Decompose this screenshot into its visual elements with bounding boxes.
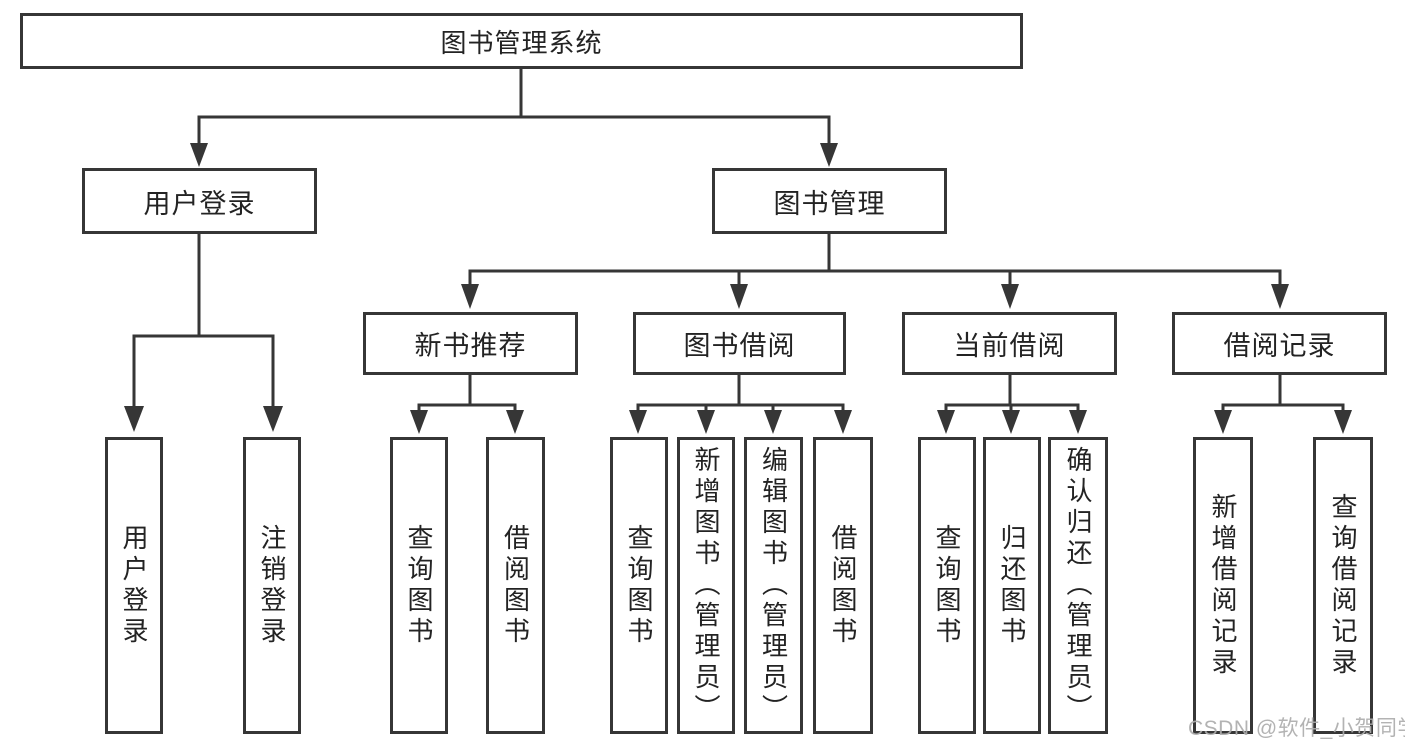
node-root-label: 图书管理系统: [440, 27, 603, 58]
node-book-management: 图书管理: [712, 168, 947, 234]
leaf-query-books-2: 查询图书: [610, 437, 668, 734]
leaf-logout: 注销登录: [243, 437, 301, 734]
arrowhead-book-management: [820, 143, 838, 167]
arrowhead-leaf-query-books-3: [937, 410, 955, 434]
arrowhead-logout-leaf: [263, 406, 283, 432]
leaf-add-books-admin: 新增图书（管理员）: [677, 437, 735, 734]
leaf-return-books: 归还图书: [983, 437, 1041, 734]
arrowhead-login-leaf: [124, 406, 144, 432]
node-book-management-label: 图书管理: [773, 188, 886, 219]
leaf-borrow-books-2: 借阅图书: [813, 437, 873, 734]
node-user-login-label: 用户登录: [143, 188, 256, 219]
leaf-query-books-2-label: 查询图书: [624, 523, 654, 648]
leaf-query-books-1: 查询图书: [390, 437, 448, 734]
connector-user-login-group: [132, 231, 275, 410]
arrowhead-leaf-confirm-return: [1069, 410, 1087, 434]
node-current-borrow-label: 当前借阅: [953, 331, 1066, 361]
arrowhead-leaf-borrow-books-2: [834, 410, 852, 434]
leaf-user-login-label: 用户登录: [119, 523, 149, 648]
leaf-edit-books-admin: 编辑图书（管理员）: [744, 437, 803, 734]
leaf-query-books-3: 查询图书: [918, 437, 976, 734]
node-current-borrow: 当前借阅: [902, 312, 1117, 375]
leaf-user-login: 用户登录: [105, 437, 163, 734]
arrowhead-leaf-return-books: [1002, 410, 1020, 434]
leaf-add-books-admin-label: 新增图书（管理员）: [691, 446, 721, 725]
leaf-query-books-3-label: 查询图书: [932, 523, 962, 648]
node-user-login: 用户登录: [82, 168, 317, 234]
arrowhead-leaf-borrow-books-1: [506, 410, 524, 434]
arrowhead-user-login: [190, 143, 208, 167]
leaf-add-borrow-record-label: 新增借阅记录: [1208, 492, 1238, 679]
node-borrow-records: 借阅记录: [1172, 312, 1387, 375]
node-root: 图书管理系统: [20, 13, 1023, 69]
leaf-borrow-books-1: 借阅图书: [486, 437, 545, 734]
connector-current-borrow-group: [944, 373, 1080, 414]
leaf-return-books-label: 归还图书: [997, 523, 1027, 648]
node-book-borrow-label: 图书借阅: [683, 331, 796, 361]
arrowhead-leaf-add-books: [697, 410, 715, 434]
leaf-confirm-return-admin: 确认归还（管理员）: [1048, 437, 1108, 734]
arrowhead-leaf-add-record: [1214, 410, 1232, 434]
node-borrow-records-label: 借阅记录: [1223, 331, 1336, 361]
connector-book-borrow-group: [636, 373, 845, 414]
arrowhead-leaf-edit-books: [764, 410, 782, 434]
leaf-edit-books-admin-label: 编辑图书（管理员）: [758, 446, 789, 725]
leaf-query-borrow-record-label: 查询借阅记录: [1328, 492, 1358, 679]
node-new-book-recommend: 新书推荐: [363, 312, 578, 375]
node-book-borrow: 图书借阅: [633, 312, 846, 375]
leaf-borrow-books-2-label: 借阅图书: [828, 523, 858, 648]
leaf-confirm-return-admin-label: 确认归还（管理员）: [1063, 446, 1093, 725]
leaf-borrow-books-1-label: 借阅图书: [500, 523, 531, 648]
node-new-book-recommend-label: 新书推荐: [414, 331, 527, 361]
leaf-add-borrow-record: 新增借阅记录: [1193, 437, 1253, 734]
connector-book-management-to-level3: [468, 232, 1282, 288]
watermark: CSDN @软件_小贺同学: [1188, 717, 1405, 740]
arrowhead-borrow-records: [1271, 284, 1289, 309]
arrowhead-current-borrow: [1001, 284, 1019, 309]
leaf-logout-label: 注销登录: [257, 523, 287, 648]
leaf-query-books-1-label: 查询图书: [404, 523, 434, 648]
connector-borrow-records-group: [1221, 373, 1345, 414]
arrowhead-leaf-query-books-2: [629, 410, 647, 434]
connector-root-to-level2: [197, 66, 831, 147]
arrowhead-book-borrow: [730, 284, 748, 309]
connector-new-recommend-group: [417, 373, 517, 414]
arrowhead-leaf-query-record: [1334, 410, 1352, 434]
arrowhead-new-recommend: [461, 284, 479, 309]
arrowhead-leaf-query-books-1: [410, 410, 428, 434]
leaf-query-borrow-record: 查询借阅记录: [1313, 437, 1373, 734]
